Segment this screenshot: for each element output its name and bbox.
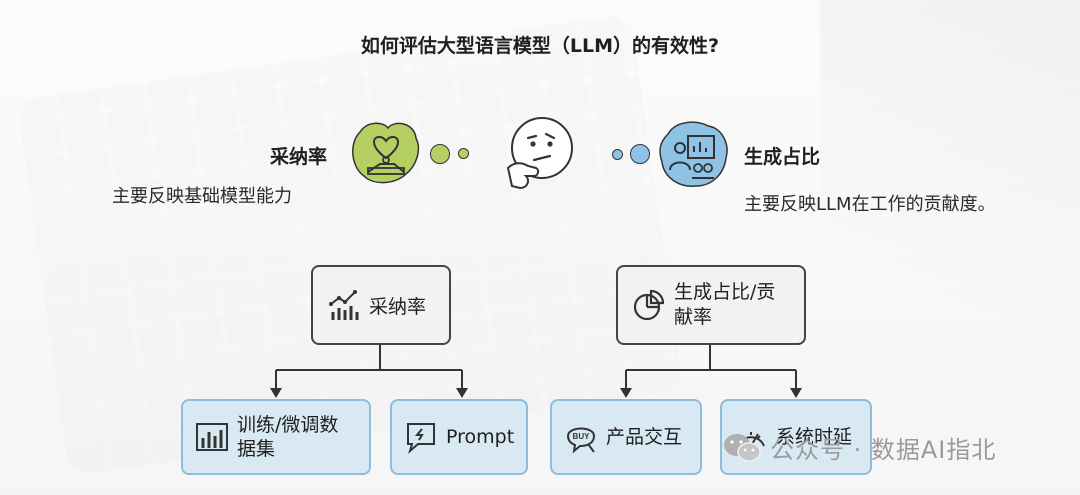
node-adoption-rate-label: 采纳率	[369, 295, 427, 318]
watermark: 公众号 · 数据AI指北	[722, 430, 996, 465]
leaf-product-interaction-label: 产品交互	[606, 426, 683, 448]
right-description: 主要反映LLM在工作的贡献度。	[744, 194, 996, 215]
leaf-product-interaction: BUY 产品交互	[550, 399, 702, 475]
thinking-face-icon	[506, 117, 573, 190]
node-adoption-rate: 采纳率	[311, 265, 451, 345]
node-generation-ratio-label: 生成占比/贡献率	[674, 281, 776, 328]
presenter-chart-icon	[659, 121, 728, 187]
left-description: 主要反映基础模型能力	[112, 186, 292, 207]
left-dot-small	[458, 148, 469, 159]
watermark-text: 公众号 · 数据AI指北	[770, 436, 997, 464]
pie-chart-icon	[633, 289, 665, 321]
left-title: 采纳率	[270, 146, 328, 168]
node-generation-ratio: 生成占比/贡献率	[616, 265, 806, 345]
right-dot-small	[612, 149, 623, 160]
buy-tag-icon: BUY	[566, 427, 596, 454]
heart-person-icon	[352, 122, 420, 184]
leaf-training-dataset: 训练/微调数据集	[181, 399, 371, 475]
diagram-title: 如何评估大型语言模型（LLM）的有效性?	[360, 35, 720, 57]
leaf-prompt-label: Prompt	[446, 426, 515, 448]
dataset-chart-icon	[196, 423, 228, 451]
leaf-system-latency-label: 系统时延	[776, 426, 853, 448]
left-dot-large	[430, 144, 450, 164]
bar-line-chart-icon	[329, 290, 359, 320]
leaf-prompt: Prompt	[390, 399, 528, 475]
right-title: 生成占比	[744, 146, 821, 168]
wechat-icon	[724, 433, 761, 462]
right-dot-large	[630, 144, 650, 164]
svg-text:BUY: BUY	[573, 432, 591, 441]
prompt-bubble-icon	[407, 423, 435, 454]
leaf-training-dataset-label: 训练/微调数据集	[237, 414, 339, 460]
